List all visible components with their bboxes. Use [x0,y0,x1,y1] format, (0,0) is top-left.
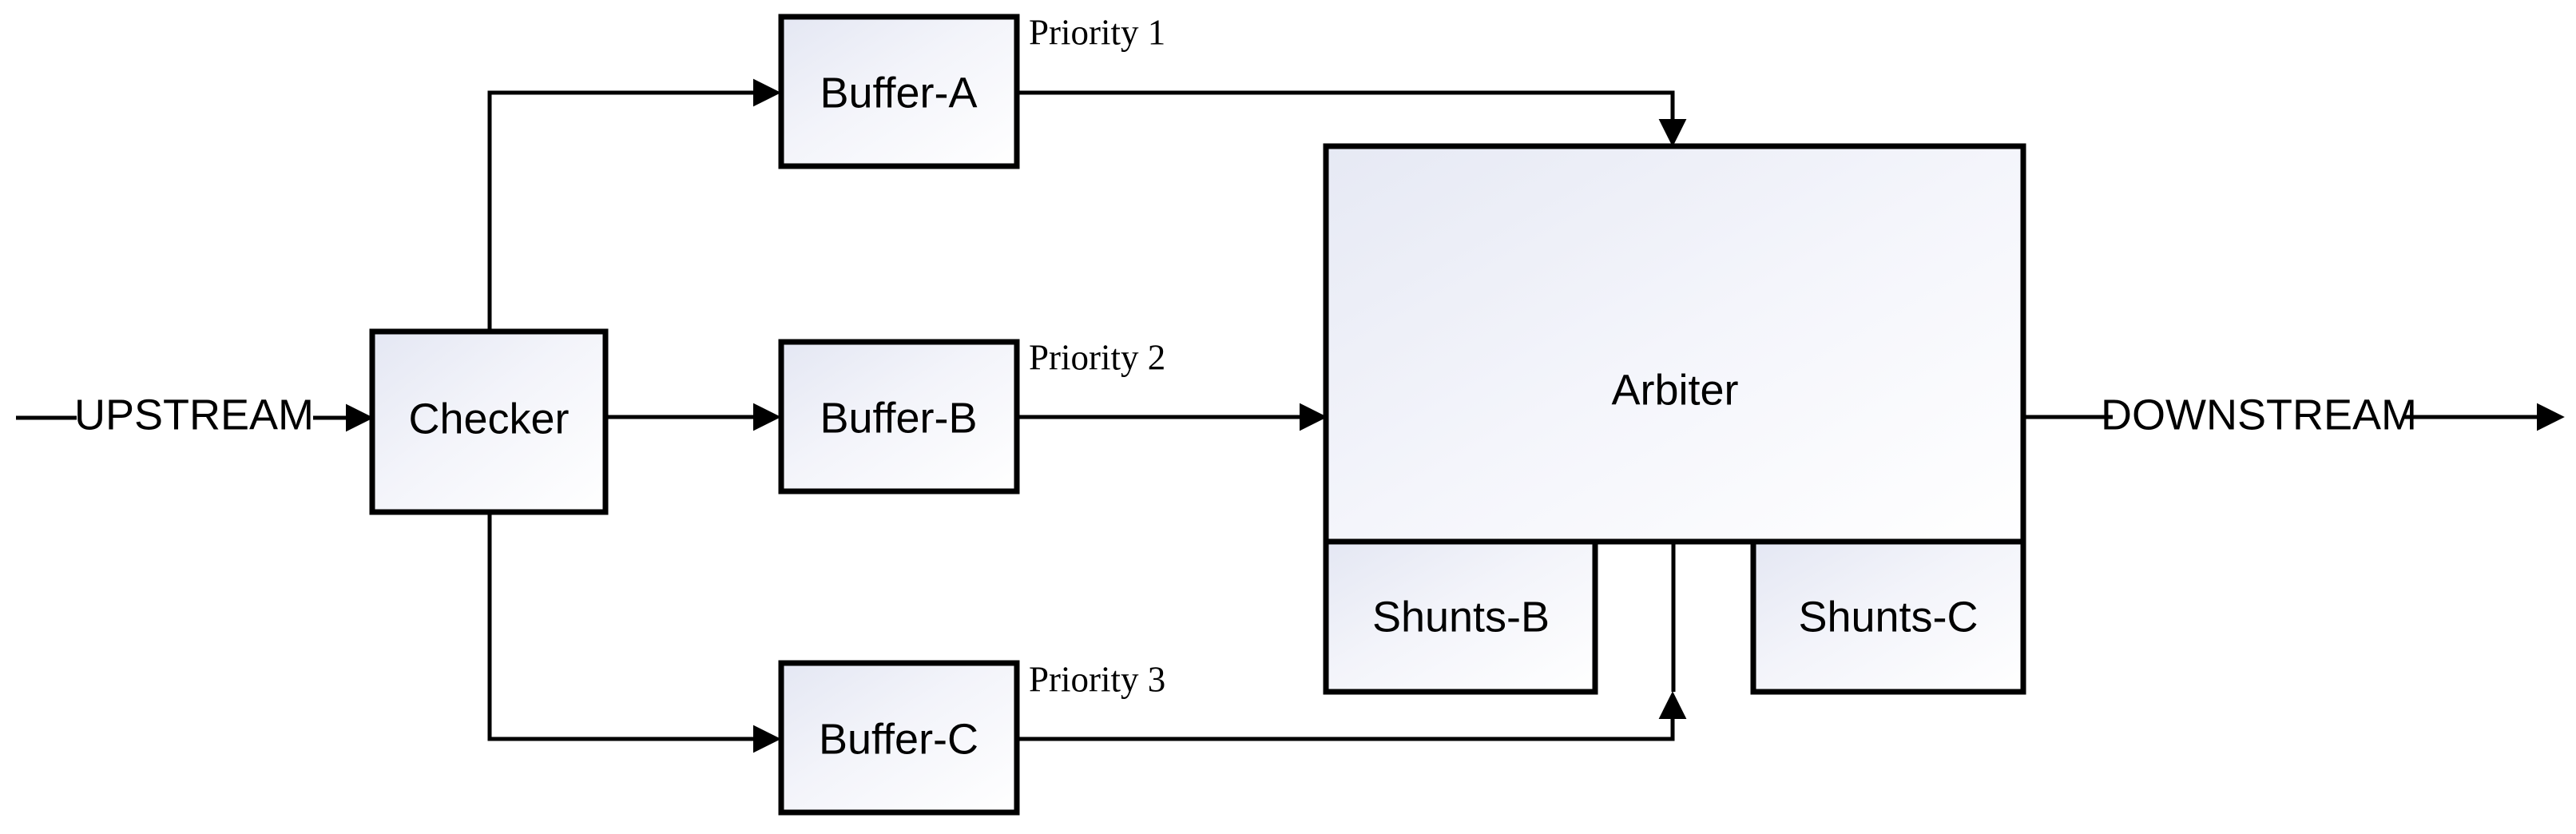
arbiter-box[interactable] [1323,143,2026,545]
edge-buffer-c-to-arbiter [1017,691,1687,741]
node-shunts-c[interactable]: Shunts-C [1750,538,2026,695]
node-arbiter[interactable]: Arbiter [1323,143,2026,545]
shunts-b-label: Shunts-B [1372,593,1550,641]
priority-2-label: Priority 2 [1029,337,1165,377]
node-buffer-c[interactable]: Buffer-C [778,660,1020,816]
buffer-a-box[interactable] [778,14,1020,169]
arbiter-label: Arbiter [1611,366,1738,414]
buffer-b-label: Buffer-B [820,394,977,442]
priority-3-label: Priority 3 [1029,659,1165,699]
buffer-b-box[interactable] [778,339,1020,494]
buffer-a-label: Buffer-A [820,69,977,117]
buffer-c-box[interactable] [778,660,1020,816]
shunts-b-box[interactable] [1323,538,1598,695]
priority-1-label: Priority 1 [1029,12,1165,52]
edge-checker-to-buffer-a [487,78,781,332]
node-buffer-a[interactable]: Buffer-A [778,14,1020,169]
buffer-c-label: Buffer-C [819,715,978,763]
node-checker[interactable]: Checker [369,328,609,515]
upstream-label-backdrop [77,390,312,446]
node-shunts-b[interactable]: Shunts-B [1323,538,1598,695]
downstream-label-backdrop [2115,390,2403,446]
downstream-label: DOWNSTREAM [2101,391,2417,439]
checker-label: Checker [408,395,569,443]
shunts-c-label: Shunts-C [1798,593,1978,641]
checker-box[interactable] [369,328,609,515]
edge-checker-to-buffer-c [487,512,781,753]
edge-buffer-a-to-arbiter [1017,90,1687,147]
upstream-label: UPSTREAM [74,391,314,439]
shunts-c-box[interactable] [1750,538,2026,695]
node-buffer-b[interactable]: Buffer-B [778,339,1020,494]
